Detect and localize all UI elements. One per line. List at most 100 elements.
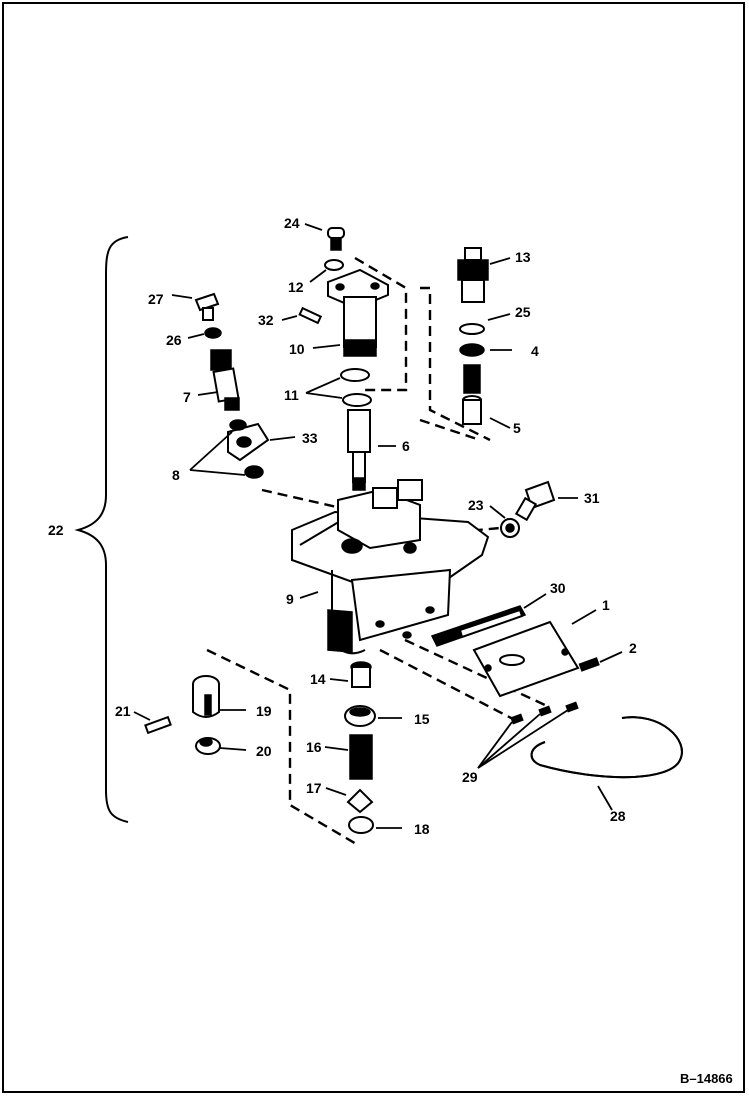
leader-21	[133, 711, 151, 721]
leader-8a	[189, 431, 233, 471]
callout-5: 5	[513, 420, 521, 436]
leader-29b	[477, 713, 541, 769]
leader-25	[487, 313, 511, 321]
callout-12: 12	[288, 279, 304, 295]
callout-9: 9	[286, 591, 294, 607]
part-19-tappet-body	[192, 675, 220, 718]
part-1-cover	[472, 620, 580, 698]
part-14-spring-seat	[350, 661, 372, 688]
part-17-lower-seat	[346, 788, 374, 814]
leader-10	[312, 344, 341, 349]
callout-25: 25	[515, 304, 531, 320]
leader-13	[489, 257, 511, 265]
callout-21: 21	[115, 703, 131, 719]
part-27-bolt	[194, 292, 220, 321]
callout-26: 26	[166, 332, 182, 348]
callout-29: 29	[462, 769, 478, 785]
leader-9	[299, 591, 319, 599]
callout-6: 6	[402, 438, 410, 454]
leader-7	[197, 391, 219, 396]
part-25-o-ring	[459, 323, 485, 335]
leader-26	[187, 333, 205, 339]
part-2-screw	[578, 657, 600, 672]
leader-27	[171, 294, 193, 299]
part-30-gasket	[430, 605, 527, 647]
part-11-o-ring-upper	[340, 368, 370, 382]
part-31-bolt	[514, 480, 556, 522]
part-7-fitting	[210, 349, 240, 411]
callout-33: 33	[302, 430, 318, 446]
callout-7: 7	[183, 389, 191, 405]
leader-28	[597, 785, 613, 811]
callout-30: 30	[550, 580, 566, 596]
callout-2: 2	[629, 640, 637, 656]
part-32-pin	[298, 306, 323, 325]
leader-14	[329, 678, 349, 682]
callout-1: 1	[602, 597, 610, 613]
leader-8b	[189, 469, 246, 476]
part-23-washer-hole	[505, 523, 515, 533]
callout-8: 8	[172, 467, 180, 483]
part-6-plunger	[347, 409, 371, 491]
part-4-gasket	[459, 343, 485, 357]
callout-19: 19	[256, 703, 272, 719]
callout-11: 11	[284, 387, 299, 403]
callout-31: 31	[584, 490, 600, 506]
callout-4: 4	[531, 343, 539, 359]
part-13-valve-holder	[457, 247, 489, 303]
part-21-pin	[144, 715, 172, 735]
dash-line-governor	[206, 648, 359, 847]
part-9-pump-housing	[291, 479, 490, 655]
callout-32: 32	[258, 312, 274, 328]
callout-22: 22	[48, 522, 64, 538]
callout-20: 20	[256, 743, 272, 759]
leader-1	[571, 609, 597, 625]
assembly-brace	[74, 236, 129, 823]
leader-23	[489, 505, 506, 519]
part-5-delivery-valve	[462, 395, 482, 425]
callout-13: 13	[515, 249, 531, 265]
leader-5	[489, 417, 511, 429]
part-20-roller	[195, 737, 221, 755]
dash-line-plunger	[354, 256, 408, 392]
leader-29c	[477, 709, 569, 769]
part-delivery-spring	[463, 364, 481, 394]
leader-2	[599, 651, 623, 663]
callout-23: 23	[468, 497, 484, 513]
dash-line-cover-1	[379, 648, 516, 722]
part-8-washer-lower	[244, 465, 264, 479]
dash-line-cover-3	[419, 418, 481, 442]
leader-24	[304, 223, 323, 231]
part-12-washer	[324, 259, 344, 271]
leader-12	[309, 269, 327, 283]
leader-11b	[305, 392, 343, 399]
part-15-seat	[344, 705, 376, 727]
part-24-bolt	[327, 227, 345, 251]
leader-30	[523, 593, 547, 609]
part-16-spring	[349, 734, 373, 780]
part-8-washer-upper	[229, 419, 247, 431]
leader-16	[324, 746, 349, 751]
leader-11a	[305, 377, 341, 394]
callout-16: 16	[306, 739, 322, 755]
callout-10: 10	[289, 341, 305, 357]
dash-line-delivery	[261, 488, 351, 512]
leader-33	[269, 436, 296, 441]
dash-line-valve	[420, 286, 491, 442]
part-33-banjo	[227, 422, 270, 462]
part-26-washer	[204, 327, 222, 339]
dash-line-cover-2	[404, 638, 546, 707]
callout-18: 18	[414, 821, 430, 837]
part-18-tappet	[348, 816, 374, 834]
callout-15: 15	[414, 711, 430, 727]
part-29-screws	[510, 701, 579, 725]
callout-14: 14	[310, 671, 326, 687]
leader-17	[325, 787, 347, 796]
part-10-plunger-barrel	[327, 268, 389, 357]
leader-29a	[477, 721, 513, 769]
callout-24: 24	[284, 215, 300, 231]
leader-32	[281, 315, 298, 321]
callout-17: 17	[306, 780, 322, 796]
